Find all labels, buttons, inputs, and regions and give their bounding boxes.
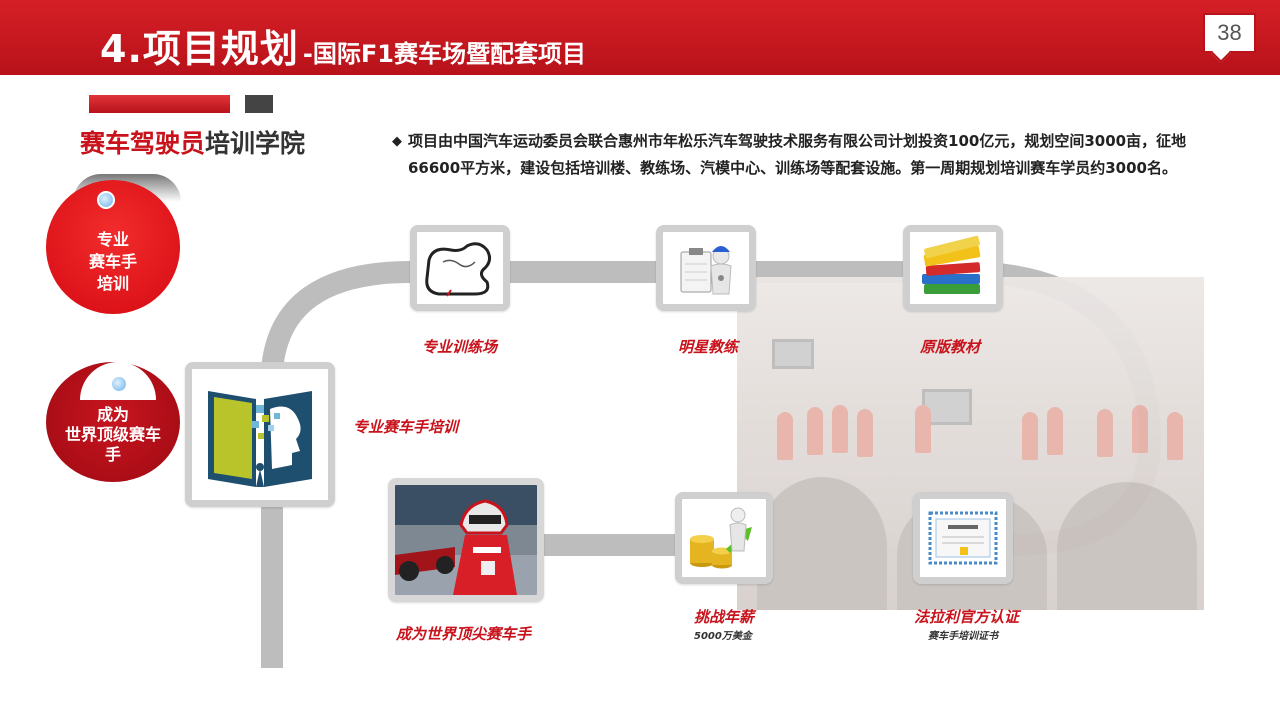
circle-dot	[110, 375, 128, 393]
section-title-dark: 培训学院	[205, 129, 306, 158]
sublabel-salary: 5000万美金	[694, 631, 752, 642]
photo-crowd	[757, 477, 887, 610]
photo-person	[857, 409, 873, 457]
card-top-racer	[388, 478, 544, 602]
circle-pro-line3: 培训	[96, 274, 129, 293]
label-salary: 挑战年薪	[694, 608, 755, 626]
label-training-track: 专业训练场	[422, 338, 498, 356]
circle-pro-line1: 专业	[96, 230, 129, 249]
racer-photo	[395, 485, 537, 595]
card-ferrari-cert	[913, 492, 1013, 584]
race-track-icon	[425, 242, 492, 297]
bullet-diamond: ◆	[392, 134, 402, 149]
page-title: 4.项目规划-国际F1赛车场暨配套项目	[100, 18, 586, 73]
section-title: 赛车驾驶员培训学院	[80, 124, 305, 160]
photo-person	[777, 412, 793, 460]
label-ferrari-cert: 法拉利官方认证	[914, 608, 1020, 626]
circle-top-line3: 手	[104, 445, 121, 464]
photo-person	[915, 405, 931, 453]
photo-person	[832, 405, 848, 453]
page-title-sub: -国际F1赛车场暨配套项目	[302, 40, 586, 68]
description-text: 项目由中国汽车运动委员会联合惠州市年松乐汽车驾驶技术服务有限公司计划投资100亿…	[408, 132, 1187, 177]
project-description: ◆ 项目由中国汽车运动委员会联合惠州市年松乐汽车驾驶技术服务有限公司计划投资10…	[392, 128, 1202, 182]
photo-screen	[772, 339, 814, 369]
photo-person	[1022, 412, 1038, 460]
label-textbooks: 原版教材	[920, 338, 981, 356]
circle-top-line1: 成为	[96, 405, 129, 424]
photo-crowd	[1057, 482, 1197, 610]
decor-bar-red	[89, 95, 230, 113]
photo-person	[807, 407, 823, 455]
header-band: 4.项目规划-国际F1赛车场暨配套项目 38	[0, 0, 1280, 75]
photo-person	[1047, 407, 1063, 455]
photo-person	[1132, 405, 1148, 453]
coins-growth-icon	[690, 507, 752, 569]
circle-top-line2: 世界顶级赛车	[64, 425, 161, 444]
decor-bar-grey	[245, 95, 273, 113]
card-training-track	[410, 225, 510, 311]
circle-pro-line2: 赛车手	[88, 252, 137, 271]
section-title-red: 赛车驾驶员	[80, 129, 206, 158]
card-salary	[675, 492, 773, 584]
label-pro-training: 专业赛车手培训	[353, 418, 459, 436]
open-book-head-icon	[200, 381, 320, 487]
card-star-coach	[656, 225, 756, 311]
sublabel-ferrari-cert: 赛车手培训证书	[928, 631, 998, 642]
label-top-racer: 成为世界顶尖赛车手	[396, 625, 532, 643]
circle-dot	[97, 191, 115, 209]
photo-person	[1097, 409, 1113, 457]
photo-person	[1167, 412, 1183, 460]
certificate-icon	[928, 511, 998, 565]
card-pro-training	[185, 362, 335, 507]
page-number: 38	[1203, 13, 1256, 53]
label-star-coach: 明星教练	[678, 338, 739, 356]
card-textbooks	[903, 225, 1003, 311]
page-title-main: 4.项目规划	[100, 27, 299, 71]
books-icon	[922, 235, 981, 294]
coach-icon	[680, 246, 732, 295]
